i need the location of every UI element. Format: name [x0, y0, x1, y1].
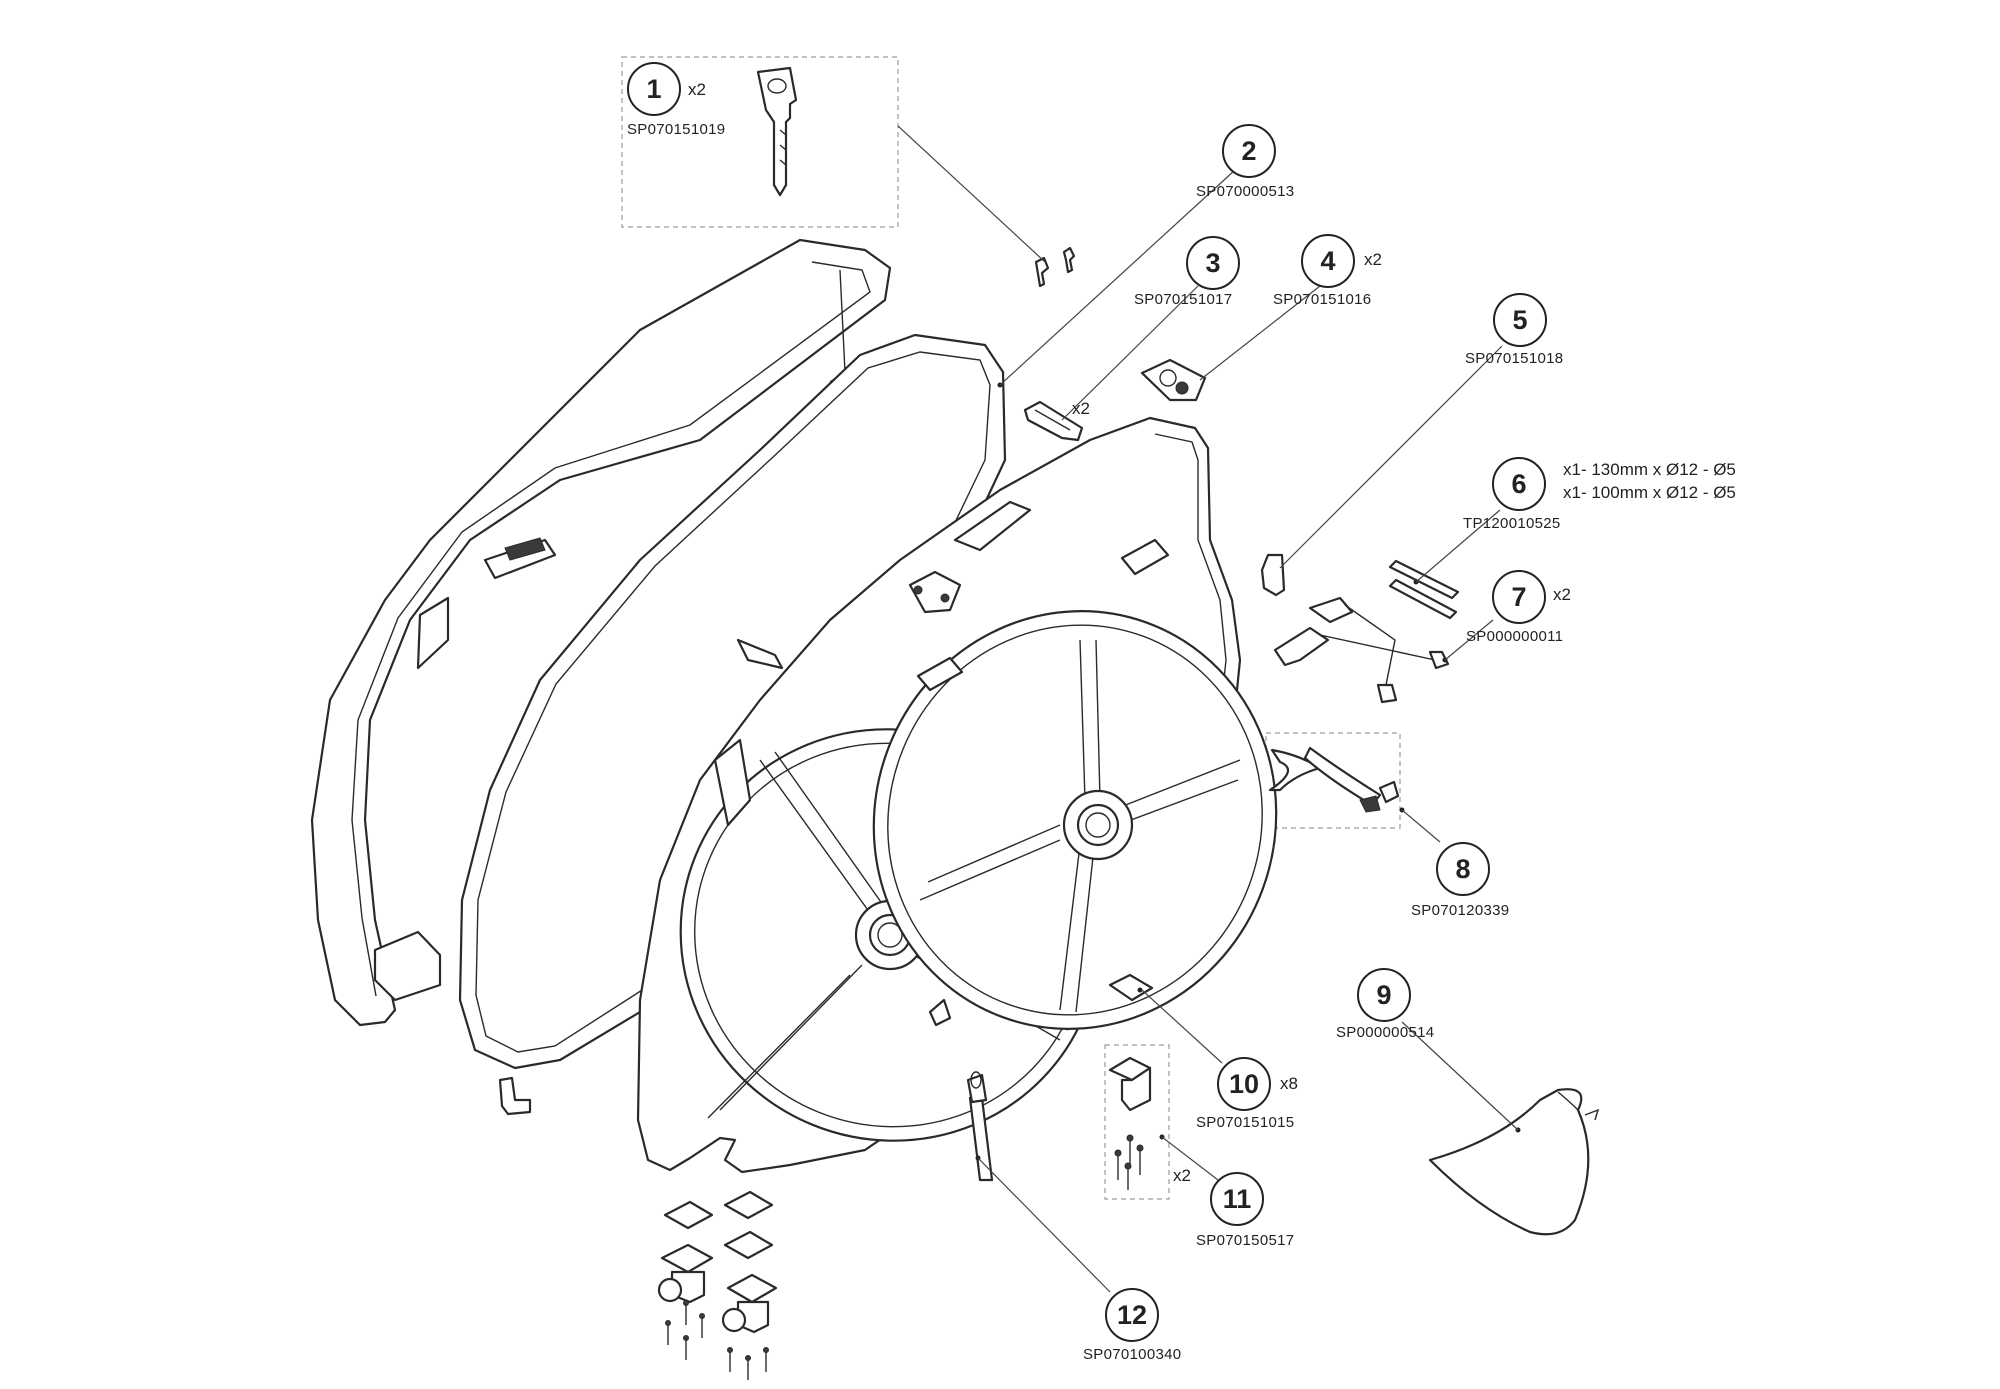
part-4-number: 4	[1301, 234, 1355, 288]
mount-plate	[1108, 973, 1154, 1002]
screws-group	[1114, 1134, 1144, 1190]
part-7-qty: x2	[1553, 585, 1571, 604]
part-10-qty: x8	[1280, 1074, 1298, 1093]
part-10-code: SP070151015	[1196, 1114, 1295, 1131]
middle-panel	[458, 333, 1007, 1070]
part-11-qty: x2	[1173, 1166, 1191, 1185]
small-keys	[1034, 246, 1076, 288]
part-7-code: SP000000011	[1466, 628, 1564, 645]
part-10-pointer-dot	[1137, 987, 1143, 993]
key-illustration	[756, 66, 798, 197]
part-8-number: 8	[1436, 842, 1490, 896]
latch-part	[1140, 358, 1207, 402]
rear-case-shell	[310, 238, 892, 1027]
part-5-code: SP070151018	[1465, 350, 1564, 367]
front-case-shell	[636, 416, 1278, 1174]
part-12-number: 12	[1105, 1288, 1159, 1342]
part-10-11-group-box	[1104, 1044, 1170, 1200]
part-6-code: TP120010525	[1463, 515, 1561, 532]
part-7-number: 7	[1492, 570, 1546, 624]
hook-bracket-part	[1260, 553, 1286, 597]
part-8-code: SP070120339	[1411, 902, 1510, 919]
part-9-code: SP000000514	[1336, 1024, 1435, 1041]
part-6-spec-line-1: x1- 130mm x Ø12 - Ø5	[1563, 460, 1736, 479]
axle-rods	[1388, 559, 1460, 620]
caster-wheel-left	[657, 1243, 714, 1304]
part-3-code: SP070151017	[1134, 291, 1233, 308]
caster-wheel-right	[721, 1273, 778, 1334]
part-3-number: 3	[1186, 236, 1240, 290]
leader-lines	[897, 125, 1519, 1293]
part-2-code: SP070000513	[1196, 183, 1295, 200]
straps	[1268, 746, 1400, 813]
small-bracket	[498, 1076, 532, 1116]
part-8-group-box	[1265, 732, 1401, 829]
part-3-qty: x2	[1072, 399, 1090, 418]
part-4-qty: x2	[1364, 250, 1382, 269]
part-4-code: SP070151016	[1273, 291, 1372, 308]
caster-screws	[665, 1300, 769, 1380]
part-9-number: 9	[1357, 968, 1411, 1022]
part-12-code: SP070100340	[1083, 1346, 1182, 1363]
part-11-number: 11	[1210, 1172, 1264, 1226]
part-1-group-box	[621, 56, 899, 228]
part-2-number: 2	[1222, 124, 1276, 178]
part-6-number: 6	[1492, 457, 1546, 511]
part-11-code: SP070150517	[1196, 1232, 1295, 1249]
caster-bracket	[1108, 1056, 1152, 1112]
storage-bag	[1428, 1088, 1600, 1236]
quick-release-skewers	[1273, 596, 1450, 704]
part-1-code: SP070151019	[627, 121, 726, 138]
caster-plates	[663, 1190, 774, 1260]
part-1-qty: x2	[688, 80, 706, 99]
part-5-number: 5	[1493, 293, 1547, 347]
part-1-number: 1	[627, 62, 681, 116]
part-10-number: 10	[1217, 1057, 1271, 1111]
carry-strap	[966, 1071, 994, 1182]
part-6-spec-line-2: x1- 100mm x Ø12 - Ø5	[1563, 483, 1736, 502]
